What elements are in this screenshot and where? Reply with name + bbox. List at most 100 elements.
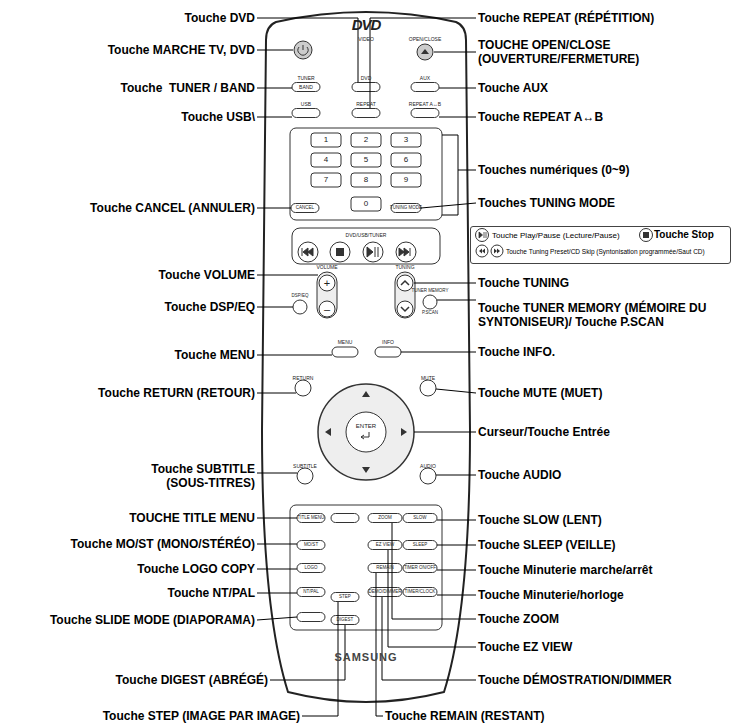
callout-label: Touche STEP (IMAGE PAR IMAGE) — [5, 709, 300, 723]
button-text: SLEEP — [413, 543, 428, 548]
number-key — [311, 173, 341, 187]
stop-symbol — [643, 232, 649, 238]
oval-button — [292, 83, 320, 92]
button-text: CANCEL — [296, 206, 314, 211]
button-text: REPEAT — [356, 102, 376, 107]
button-text: DVD — [352, 17, 381, 32]
button-text: NT/PAL — [303, 590, 318, 595]
button-text: OPEN/CLOSE — [409, 37, 442, 42]
button-text: EZ VIEW — [376, 543, 395, 548]
callout-label: Touche TUNING — [478, 276, 728, 290]
legend-box: Touche Play/Pause (Lecture/Pause)Touche … — [470, 226, 731, 264]
volume-rocker — [317, 272, 337, 318]
button-text: REPEAT A↔B — [409, 102, 441, 107]
stop-button — [330, 242, 350, 262]
button-text: TUNING — [395, 265, 414, 270]
prev-symbol — [302, 248, 313, 256]
oval-button — [297, 613, 325, 622]
callout-label: Touche NT/PAL — [5, 586, 255, 600]
callout-label: Touche ZOOM — [478, 612, 728, 626]
transport-frame — [292, 228, 440, 264]
callout-label: Touche SLIDE MODE (DIAPORAMA) — [5, 613, 255, 627]
button-text: RETURN — [293, 376, 314, 381]
button-text: SAMSUNG — [334, 652, 397, 663]
oval-button — [375, 347, 401, 357]
button-text: – — [324, 304, 330, 315]
button-text: LOGO — [304, 566, 317, 571]
number-key — [391, 173, 421, 187]
callout-label: Touche INFO. — [478, 345, 728, 359]
callout-label: Touche EZ VIEW — [478, 640, 728, 654]
callout-label: Touche MENU — [5, 348, 255, 362]
button-text: 3 — [404, 136, 408, 144]
oval-button — [403, 564, 437, 573]
button-text: REMAIN — [376, 566, 394, 571]
callout-label: Curseur/Touche Entrée — [478, 425, 728, 439]
nav-ring — [318, 384, 414, 480]
button-text: MUTE — [421, 376, 435, 381]
oval-button — [411, 83, 439, 92]
oval-button — [403, 588, 437, 597]
callout-label: Touche Minuterie/horloge — [478, 588, 728, 602]
button-text: 9 — [404, 176, 408, 184]
callout-label: Touche MARCHE TV, DVD — [5, 43, 255, 57]
skip-symbol — [479, 249, 500, 254]
callout-label: Touche DVD — [5, 11, 255, 25]
button-text: VOLUME — [316, 265, 337, 270]
button-text: 8 — [364, 176, 368, 184]
callout-label: Touches numériques (0~9) — [478, 163, 728, 177]
button-text: 0 — [364, 200, 368, 208]
button-text: TIMER/CLOCK — [405, 590, 436, 595]
oval-button — [297, 541, 325, 550]
button-text: 5 — [364, 156, 368, 164]
round-button — [319, 275, 335, 291]
button-text: STEP — [339, 595, 351, 600]
round-button — [397, 301, 413, 317]
stop-icon — [640, 229, 653, 242]
button-text: ENTER — [356, 423, 376, 429]
keypad-frame — [290, 128, 442, 220]
callout-label: Touche AUX — [478, 81, 728, 95]
button-text: DVD/USB/TUNER — [346, 233, 387, 238]
button-text: AUDIO — [420, 464, 436, 469]
callout-label: Touche REPEAT (RÉPÉTITION) — [478, 11, 728, 25]
callout-label: Touche CANCEL (ANNULER) — [5, 201, 255, 215]
button-text: TIMER ON/OFF — [404, 566, 436, 571]
button-text: MENU — [338, 340, 353, 345]
callout-label: Touche SLOW (LENT) — [478, 513, 728, 527]
number-key — [311, 133, 341, 147]
button-text: ZOOM — [378, 516, 392, 521]
callout-label: Touches TUNING MODE — [478, 196, 728, 210]
stop-symbol — [336, 248, 344, 256]
number-key — [351, 197, 381, 211]
lower-frame — [290, 505, 442, 630]
oval-button — [368, 588, 402, 597]
number-key — [311, 153, 341, 167]
button-text: TUNER MEMORY — [412, 289, 449, 294]
button-text: 2 — [364, 136, 368, 144]
next-symbol — [399, 248, 410, 256]
callout-label: Touche RETURN (RETOUR) — [5, 386, 255, 400]
oval-button — [331, 593, 359, 602]
oval-button — [352, 83, 380, 92]
button-text: AUX — [420, 76, 430, 81]
callout-label: TOUCHE TITLE MENU — [5, 511, 255, 525]
oval-button — [368, 541, 402, 550]
button-text: SLOW — [413, 516, 426, 521]
oval-button — [391, 204, 421, 213]
callout-label: Touche MO/ST (MONO/STÉRÉO) — [5, 537, 255, 551]
oval-button — [403, 514, 437, 523]
oval-button — [292, 109, 320, 118]
power-button — [294, 41, 312, 59]
button-text: DSP/EQ — [291, 294, 308, 299]
callout-label: Touche DIGEST (ABRÉGÉ) — [5, 673, 268, 687]
number-key — [351, 153, 381, 167]
skip-button — [396, 242, 416, 262]
number-key — [391, 153, 421, 167]
callout-label: Touche DÉMOSTRATION/DIMMER — [478, 673, 728, 687]
oval-button — [332, 347, 358, 357]
number-key — [351, 133, 381, 147]
button-text: DEMO/DIMMER — [369, 590, 402, 595]
callout-label: Touche TUNER / BAND — [5, 81, 255, 95]
